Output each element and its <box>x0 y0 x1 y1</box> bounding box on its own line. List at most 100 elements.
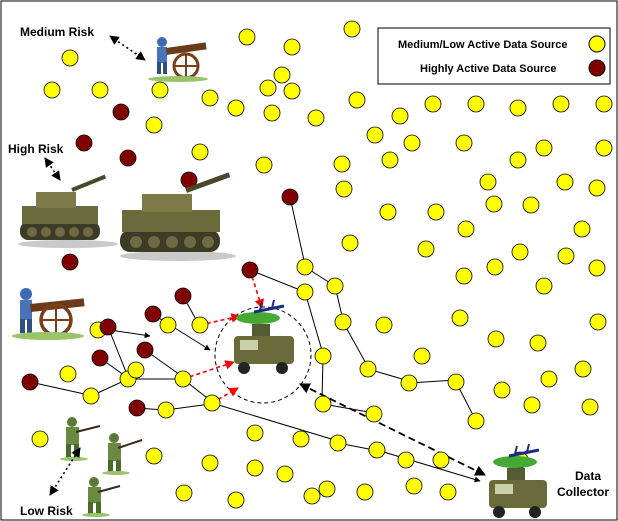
medium-low-node <box>191 316 209 334</box>
armored-vehicle-icon <box>234 299 294 374</box>
medium-low-node <box>263 104 281 122</box>
medium-low-node <box>201 89 219 107</box>
medium-low-node <box>509 151 527 169</box>
medium-low-node <box>82 387 100 405</box>
low-risk-arrow <box>49 447 81 496</box>
medium-low-node <box>595 95 613 113</box>
medium-low-node <box>201 454 219 472</box>
medium-low-node <box>356 483 374 501</box>
medium-low-node <box>365 405 383 423</box>
soldier-icon <box>102 433 143 475</box>
highly-active-node <box>61 253 79 271</box>
medium-low-node <box>397 451 415 469</box>
medium-low-node <box>174 370 192 388</box>
medium-low-node <box>246 459 264 477</box>
medium-low-node <box>556 173 574 191</box>
medium-low-node <box>485 195 503 213</box>
medium-low-node <box>159 316 177 334</box>
data-collector-label-line2: Collector <box>557 485 609 499</box>
cannon-soldier-icon <box>12 288 85 340</box>
medium-low-node <box>203 394 221 412</box>
medium-low-node <box>61 49 79 67</box>
medium-low-node <box>451 309 469 327</box>
flow-arrow <box>342 321 369 368</box>
medium-low-node <box>574 360 592 378</box>
highly-active-node <box>144 305 162 323</box>
medium-low-node <box>259 79 277 97</box>
medium-low-node <box>487 330 505 348</box>
highly-active-node <box>119 149 137 167</box>
medium-low-node <box>343 20 361 38</box>
medium-low-node <box>511 243 529 261</box>
medium-low-node <box>359 360 377 378</box>
legend-medium-low-label: Medium/Low Active Data Source <box>398 39 568 51</box>
tank-icon <box>18 174 118 248</box>
medium-low-node <box>529 334 547 352</box>
medium-low-node <box>535 277 553 295</box>
data-collector-label-line1: Data <box>575 469 601 483</box>
medium-low-node <box>479 173 497 191</box>
highly-active-node <box>136 341 154 359</box>
medium-low-node <box>432 451 450 469</box>
highly-active-node <box>174 287 192 305</box>
medium-low-node <box>227 491 245 509</box>
medium-low-node <box>400 374 418 392</box>
medium-low-node <box>509 99 527 117</box>
cannon-soldier-icon <box>148 37 208 82</box>
medium-low-node <box>467 412 485 430</box>
legend-highly-active-swatch <box>588 59 606 77</box>
flow-arrow <box>109 329 151 339</box>
highly-active-node <box>91 349 109 367</box>
medium-low-node <box>145 447 163 465</box>
medium-low-node <box>595 139 613 157</box>
medium-low-node <box>326 277 344 295</box>
medium-low-node <box>413 347 431 365</box>
medium-risk-label: Medium Risk <box>20 25 94 39</box>
medium-low-node <box>486 258 504 276</box>
medium-low-node <box>439 483 457 501</box>
collector-link-arrow <box>211 387 239 404</box>
medium-low-node <box>314 347 332 365</box>
medium-low-node <box>379 203 397 221</box>
medium-low-node <box>535 139 553 157</box>
flow-arrow <box>169 324 211 351</box>
armored-vehicle-icon <box>489 443 547 518</box>
legend-highly-active-label: Highly Active Data Source <box>420 63 557 75</box>
medium-low-node <box>368 441 386 459</box>
medium-low-node <box>333 155 351 173</box>
high-risk-label: High Risk <box>8 142 64 156</box>
medium-low-node <box>588 179 606 197</box>
medium-low-node <box>175 484 193 502</box>
medium-low-node <box>455 134 473 152</box>
flow-arrow <box>249 269 306 293</box>
medium-low-node <box>381 151 399 169</box>
medium-low-node <box>375 316 393 334</box>
highly-active-node <box>241 261 259 279</box>
medium-low-node <box>493 381 511 399</box>
medium-low-node <box>59 365 77 383</box>
medium-low-node <box>427 203 445 221</box>
medium-low-node <box>314 395 332 413</box>
legend: Medium/Low Active Data Source Highly Act… <box>377 27 611 85</box>
medium-low-node <box>573 220 591 238</box>
flow-arrow <box>289 196 307 266</box>
medium-low-node <box>292 430 310 448</box>
medium-low-node <box>296 258 314 276</box>
medium-low-node <box>341 234 359 252</box>
tank-icon <box>120 172 236 261</box>
highly-active-node <box>99 318 117 336</box>
medium-low-node <box>227 99 245 117</box>
medium-low-node <box>581 398 599 416</box>
low-risk-label: Low Risk <box>20 504 73 518</box>
medium-low-node <box>296 283 314 301</box>
medium-low-node <box>405 477 423 495</box>
medium-low-node <box>588 259 606 277</box>
medium-low-node <box>127 361 145 379</box>
medium-low-node <box>255 156 273 174</box>
highly-active-node <box>128 399 146 417</box>
legend-medium-low-swatch <box>588 35 606 53</box>
medium-low-node <box>191 143 209 161</box>
medium-risk-arrow <box>109 35 146 61</box>
highly-active-node <box>281 188 299 206</box>
